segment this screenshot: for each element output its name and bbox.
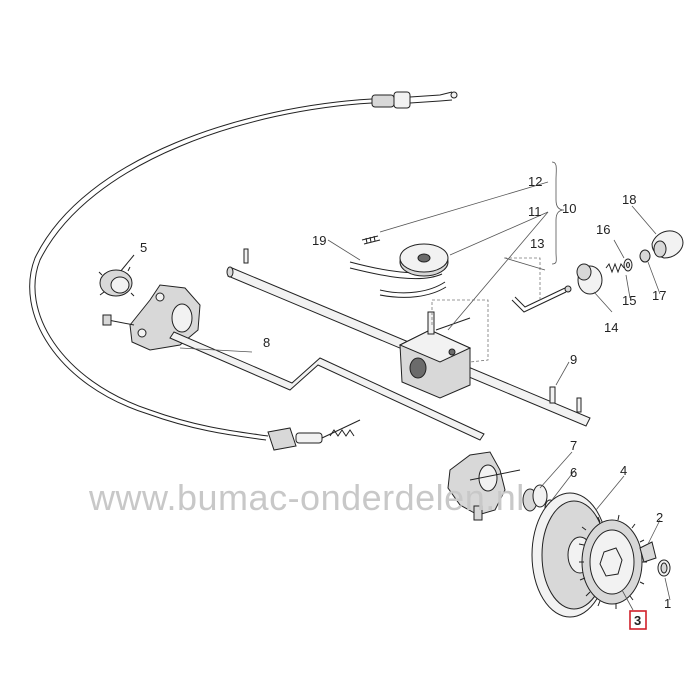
label-6: 6 — [570, 465, 577, 480]
label-12: 12 — [528, 174, 542, 189]
pinion-gear-part-5[interactable] — [98, 254, 135, 297]
label-17: 17 — [652, 288, 666, 303]
drive-gear-part-3[interactable] — [578, 514, 647, 609]
label-10: 10 — [562, 201, 576, 216]
label-7: 7 — [570, 438, 577, 453]
label-16: 16 — [596, 222, 610, 237]
sleeve-part-7[interactable] — [522, 484, 548, 512]
leader-lines — [179, 161, 671, 611]
drive-cable[interactable] — [29, 91, 458, 451]
part-number-labels: 12 11 10 19 13 5 8 9 7 6 4 2 1 16 18 15 … — [140, 174, 671, 611]
label-14: 14 — [604, 320, 618, 335]
pulley-part-11[interactable] — [399, 243, 449, 277]
key-pin-part-9[interactable] — [549, 386, 556, 404]
gearbox[interactable] — [398, 311, 472, 399]
label-5: 5 — [140, 240, 147, 255]
label-3: 3 — [634, 613, 641, 628]
watermark-text: www.bumac-onderdelen.nl — [88, 477, 525, 518]
label-2: 2 — [656, 510, 663, 525]
circlip-part-1[interactable] — [657, 559, 671, 577]
label-18: 18 — [622, 192, 636, 207]
cap-part-18[interactable] — [651, 230, 684, 259]
label-1: 1 — [664, 596, 671, 611]
label-11: 11 — [528, 204, 542, 219]
nut-part-17[interactable] — [639, 249, 651, 263]
drive-rod-part-8[interactable] — [169, 331, 485, 441]
left-wheel-bracket[interactable] — [102, 284, 201, 351]
label-13: 13 — [530, 236, 544, 251]
washer-part-16[interactable] — [623, 258, 633, 272]
label-15: 15 — [622, 293, 636, 308]
label-4: 4 — [620, 463, 627, 478]
spring-part-15[interactable] — [605, 262, 625, 274]
knob-housing-part-14[interactable] — [576, 263, 603, 295]
label-8: 8 — [263, 335, 270, 350]
label-9: 9 — [570, 352, 577, 367]
lever-rod-part-13[interactable] — [511, 285, 572, 313]
bolt-part-12[interactable] — [361, 235, 381, 245]
label-19: 19 — [312, 233, 326, 248]
guide-lines — [431, 257, 541, 363]
right-wheel-bracket[interactable] — [447, 451, 521, 521]
highlighted-label-3[interactable]: 3 — [629, 610, 647, 630]
